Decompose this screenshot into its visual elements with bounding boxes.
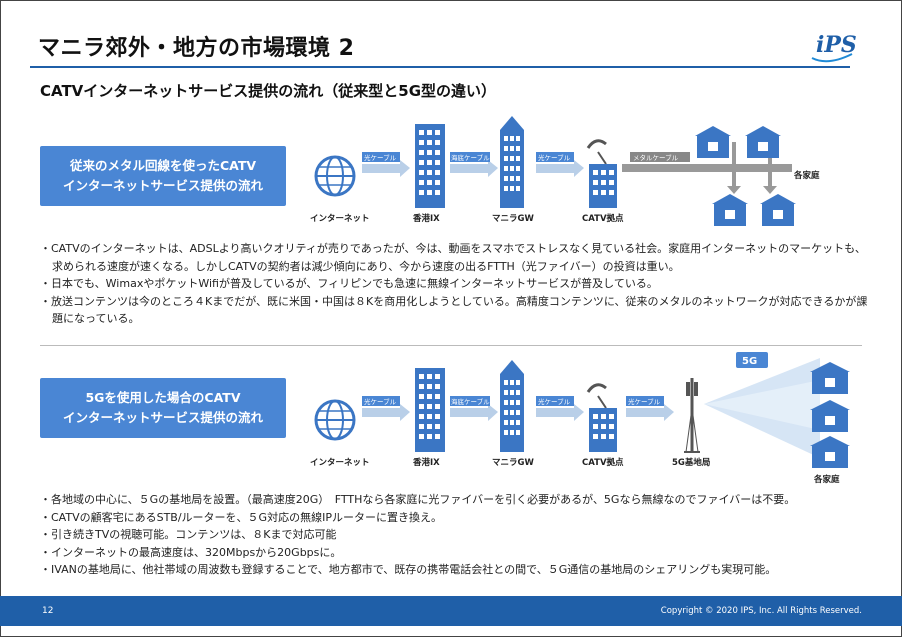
node-label-5g-station: 5G基地局 <box>672 457 710 468</box>
hongkong-ix-building-icon <box>415 124 445 208</box>
manila-gw-building-icon <box>500 360 524 452</box>
house-icon <box>745 126 781 158</box>
arrow-fiber-3: 光ケーブル <box>626 396 674 421</box>
house-icon <box>695 126 731 158</box>
ips-logo: iPS <box>811 32 857 63</box>
link-label-2: 海底ケーブル <box>451 153 490 162</box>
house-icon <box>810 436 850 468</box>
bullet-item: ・各地域の中心に、５Gの基地局を設置。（最高速度20G） FTTHなら各家庭に光… <box>40 493 796 506</box>
logo-text: iPS <box>816 32 857 58</box>
5g-badge-label: 5G <box>742 356 757 367</box>
arrow-fiber-1: 光ケーブル <box>362 396 410 421</box>
page-number: 12 <box>42 606 54 616</box>
link-label-2: 海底ケーブル <box>451 397 490 406</box>
box-line-2: インターネットサービス提供の流れ <box>62 410 263 425</box>
globe-icon <box>314 155 356 197</box>
bullet-item: ・日本でも、WimaxやポケットWifiが普及しているが、フィリピンでも急速に無… <box>40 277 658 290</box>
arrow-submarine: 海底ケーブル <box>450 152 498 177</box>
conventional-flow-box: 従来のメタル回線を使ったCATV インターネットサービス提供の流れ <box>40 146 286 206</box>
node-label-catv: CATV拠点 <box>582 213 624 224</box>
catv-station-icon <box>586 383 617 452</box>
footer-bar <box>0 596 902 626</box>
5g-badge <box>736 352 768 368</box>
box-line-2: インターネットサービス提供の流れ <box>62 178 263 193</box>
bullet-item: ・IVANの基地局に、他社帯域の周波数も登録することで、地方都市で、既存の携帯電… <box>40 563 777 576</box>
node-label-catv: CATV拠点 <box>582 457 624 468</box>
box-line-1: 5Gを使用した場合のCATV <box>85 390 241 405</box>
bullet-item: ・放送コンテンツは今のところ４Kまでだが、既に米国・中国は８Kを商用化しようとし… <box>40 294 868 326</box>
arrow-fiber-2: 光ケーブル <box>536 396 584 421</box>
bullet-item: ・CATVの顧客宅にあるSTB/ルーターを、５G対応の無線IPルーターに置き換え… <box>40 510 442 524</box>
bullet-item: ・引き続きTVの視聴可能。コンテンツは、８Kまで対応可能 <box>40 528 337 541</box>
arrow-fiber-2: 光ケーブル <box>536 152 584 177</box>
globe-icon <box>314 399 356 441</box>
house-icon <box>810 400 850 432</box>
house-icon <box>760 194 796 226</box>
catv-station-icon <box>586 139 617 208</box>
homes-label: 各家庭 <box>813 474 840 485</box>
conventional-bullets: ・CATVのインターネットは、ADSLより高いクオリティが売りであったが、今は、… <box>40 240 870 328</box>
conventional-flow-diagram: インターネット 光ケーブル 香港IX 海底ケーブル <box>310 116 820 226</box>
arrow-submarine: 海底ケーブル <box>450 396 498 421</box>
link-label-1: 光ケーブル <box>364 153 397 162</box>
link-label-4: メタルケーブル <box>633 153 679 162</box>
manila-gw-building-icon <box>500 116 524 208</box>
5g-flow-diagram: インターネット 光ケーブル 香港IX 海底ケーブル <box>310 352 850 485</box>
section-subtitle: CATVインターネットサービス提供の流れ（従来型と5G型の違い） <box>40 82 497 100</box>
link-label-4: 光ケーブル <box>628 397 661 406</box>
link-label-1: 光ケーブル <box>364 397 397 406</box>
link-label-3: 光ケーブル <box>538 397 571 406</box>
node-label-hongkong-ix: 香港IX <box>412 457 440 468</box>
bullet-item: ・インターネットの最高速度は、320Mbpsから20Gbpsに。 <box>40 545 342 559</box>
hongkong-ix-building-icon <box>415 368 445 452</box>
section-divider <box>40 345 862 346</box>
node-label-internet: インターネット <box>310 213 370 224</box>
link-label-3: 光ケーブル <box>538 153 571 162</box>
node-label-manila-gw: マニラGW <box>492 458 534 468</box>
node-label-internet: インターネット <box>310 457 370 468</box>
node-label-hongkong-ix: 香港IX <box>412 213 440 224</box>
5g-bullets: ・各地域の中心に、５Gの基地局を設置。（最高速度20G） FTTHなら各家庭に光… <box>40 491 870 579</box>
bullet-item: ・CATVのインターネットは、ADSLより高いクオリティが売りであったが、今は、… <box>40 242 866 273</box>
copyright-notice: Copyright © 2020 IPS, Inc. All Rights Re… <box>660 606 862 616</box>
title-underline <box>30 66 850 68</box>
node-label-manila-gw: マニラGW <box>492 214 534 224</box>
homes-label: 各家庭 <box>793 170 820 181</box>
arrow-fiber-1: 光ケーブル <box>362 152 410 177</box>
house-icon <box>712 194 748 226</box>
page-title: マニラ郊外・地方の市場環境 2 <box>38 36 355 61</box>
box-line-1: 従来のメタル回線を使ったCATV <box>69 158 257 173</box>
5g-tower-icon <box>684 378 700 453</box>
house-icon <box>810 362 850 394</box>
5g-flow-box: 5Gを使用した場合のCATV インターネットサービス提供の流れ <box>40 378 286 438</box>
